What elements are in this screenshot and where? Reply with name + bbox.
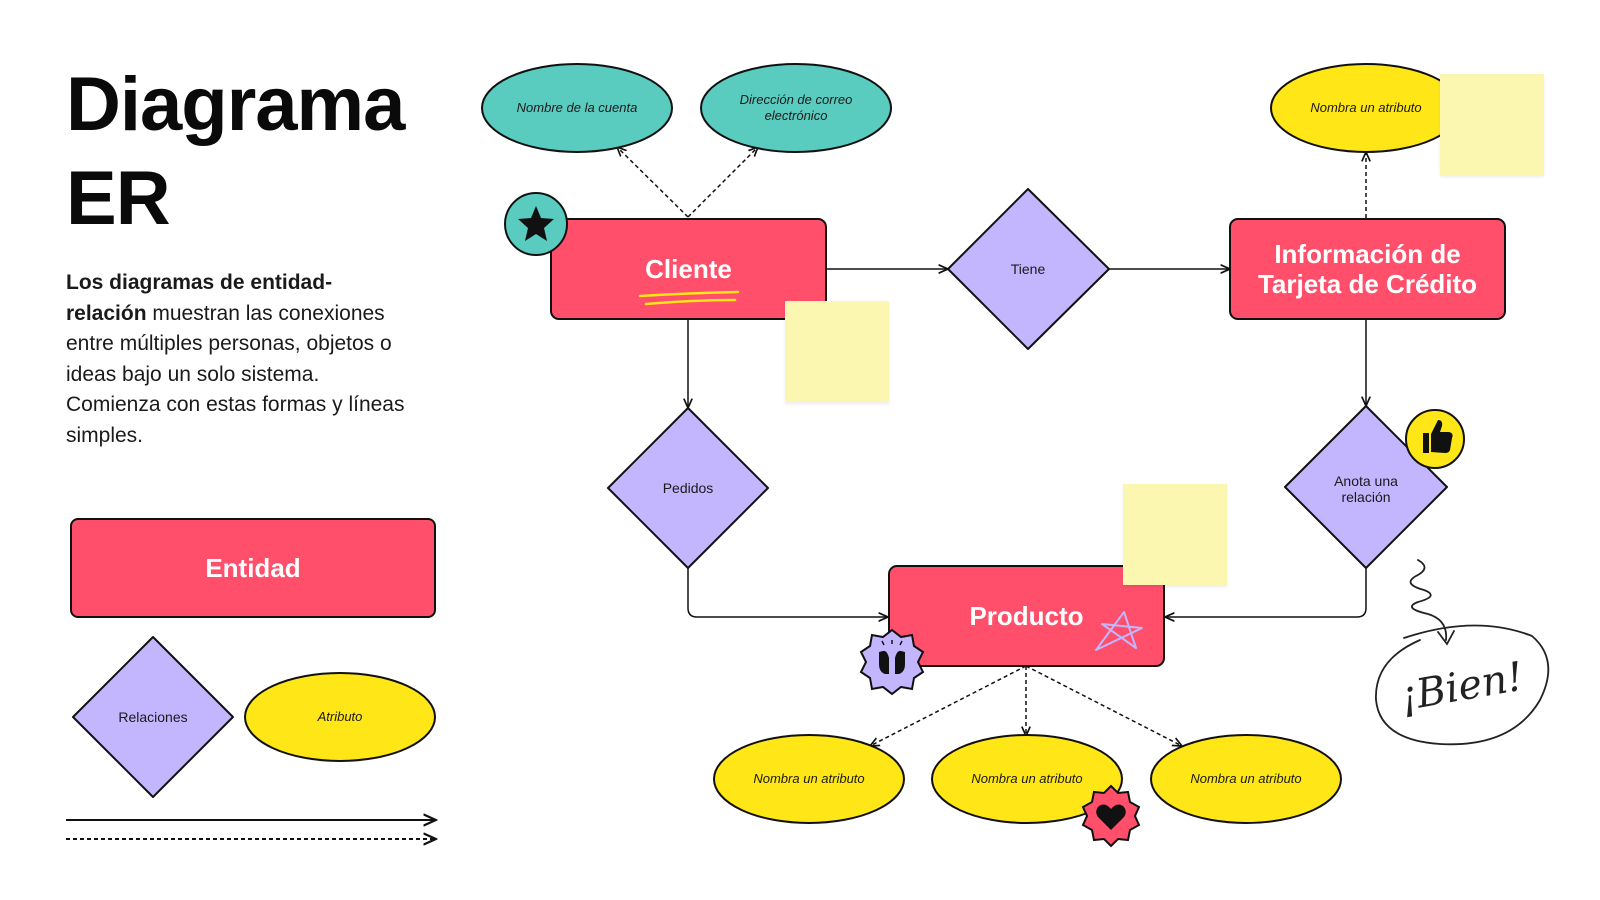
attr-nombre-cuenta-label: Nombre de la cuenta (516, 100, 638, 115)
page-title: Diagrama ER (66, 58, 466, 246)
connector-pedidos-producto[interactable] (687, 568, 888, 617)
entity-tarjeta-label: Información de Tarjeta de Crédito (1230, 236, 1505, 302)
relation-tiene-label: Tiene (1010, 261, 1046, 277)
connector-anota-producto[interactable] (1165, 568, 1367, 617)
description: Los diagramas de entidad-relación muestr… (66, 268, 411, 451)
legend-relation-label: Relaciones (118, 709, 188, 725)
entity-cliente-label: Cliente (645, 254, 732, 284)
attr-nombre-cuenta-shape[interactable] (481, 63, 673, 153)
legend-attribute-label: Atributo (317, 709, 363, 724)
thumbs-up-sticker-icon[interactable] (1405, 409, 1465, 469)
sticky-note-2[interactable] (785, 301, 889, 402)
bien-circle (1375, 624, 1550, 746)
attr-producto-2-label: Nombra un atributo (971, 771, 1083, 786)
attr-producto-2-shape[interactable] (931, 734, 1123, 824)
attr-producto-3-shape[interactable] (1150, 734, 1342, 824)
entity-producto-label: Producto (969, 601, 1084, 631)
entity-cliente-shape[interactable] (550, 218, 827, 320)
relation-pedidos-shape[interactable] (607, 407, 769, 569)
title-line-1: Diagrama (66, 62, 405, 147)
attr-producto-1-shape[interactable] (713, 734, 905, 824)
star-sticker-icon[interactable] (504, 192, 568, 256)
squiggle-arrow-head (1437, 630, 1455, 646)
legend-relation-shape[interactable] (72, 636, 234, 798)
attr-producto-1-label: Nombra un atributo (753, 771, 865, 786)
entity-producto-shape[interactable] (888, 565, 1165, 667)
relation-pedidos-label: Pedidos (662, 480, 714, 496)
title-line-2: ER (66, 156, 171, 241)
sticky-note-1[interactable] (1440, 74, 1544, 175)
heart-sticker-icon[interactable] (1081, 784, 1141, 848)
attr-direccion-correo-label: Dirección de correo electrónico (739, 92, 853, 123)
cliente-underline-scribble-2 (644, 298, 737, 306)
raised-hands-sticker-icon[interactable] (859, 628, 925, 696)
attr-tarjeta-label: Nombra un atributo (1310, 100, 1422, 115)
connector-cliente-attr2[interactable] (687, 147, 758, 218)
connector-cliente-attr1[interactable] (617, 147, 689, 218)
legend-entity-label: Entidad (205, 552, 301, 583)
legend-attribute-shape[interactable] (244, 672, 436, 762)
legend-entity-shape[interactable]: Entidad (70, 518, 436, 618)
connector-producto-attr3[interactable] (1025, 665, 1182, 746)
entity-tarjeta-label-line2: Tarjeta de Crédito (1257, 269, 1478, 299)
attr-direccion-correo-shape[interactable] (700, 63, 892, 153)
sticky-note-3[interactable] (1123, 484, 1227, 585)
relation-tiene-shape[interactable] (947, 188, 1110, 350)
description-bold: Los diagramas de entidad-relación (66, 271, 333, 325)
cliente-underline-scribble (638, 290, 740, 298)
squiggle-arrow-icon (1409, 559, 1448, 641)
relation-anota-label: Anota una relación (1334, 473, 1398, 505)
attr-producto-3-label: Nombra un atributo (1190, 771, 1302, 786)
scribble-star-icon (1095, 611, 1143, 651)
entity-tarjeta-label-line1: Información de (1274, 239, 1461, 269)
connector-producto-attr1[interactable] (870, 665, 1027, 746)
description-rest: muestran las conexiones entre múltiples … (66, 301, 405, 447)
entity-tarjeta-shape[interactable] (1229, 218, 1506, 320)
